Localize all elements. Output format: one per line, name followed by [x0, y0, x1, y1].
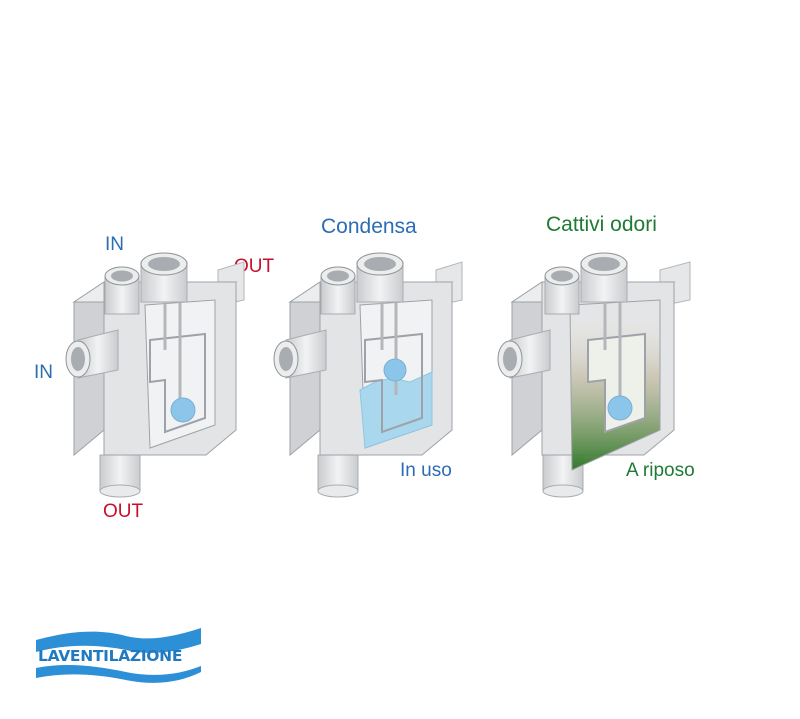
label-out-bottom: OUT: [103, 501, 144, 522]
title-cattivi-odori: Cattivi odori: [546, 213, 657, 236]
title-condensa: Condensa: [321, 215, 417, 238]
laventilazione-logo: LAVENTILAZIONE: [36, 622, 206, 688]
logo-text: LAVENTILAZIONE: [38, 647, 183, 665]
siphon-unit-2: [273, 252, 463, 498]
siphon-unit-1: [65, 252, 245, 498]
label-in-left: IN: [34, 362, 53, 383]
state-a-riposo: A riposo: [626, 460, 695, 481]
state-in-uso: In uso: [400, 460, 452, 481]
label-in-top: IN: [105, 234, 124, 255]
wave-icon: [36, 628, 201, 683]
siphon-unit-3: [497, 252, 691, 498]
